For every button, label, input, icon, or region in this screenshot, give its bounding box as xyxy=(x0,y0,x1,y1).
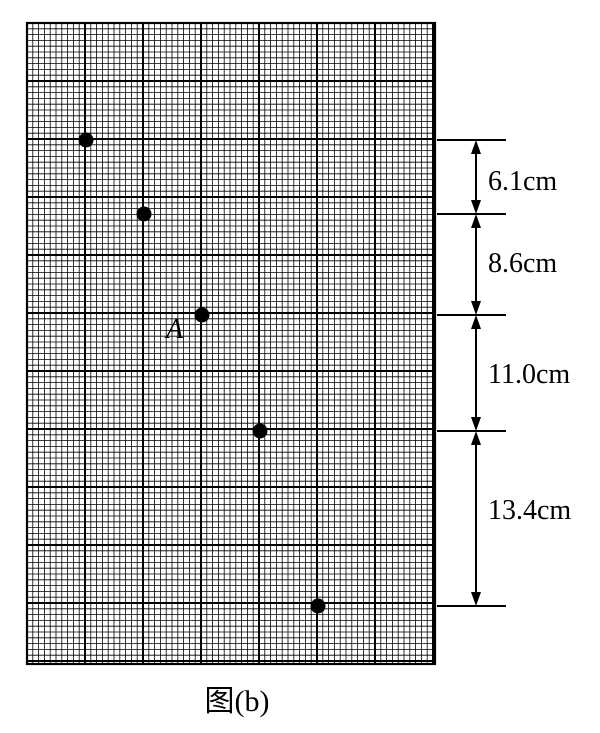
dimension-arrow-1 xyxy=(471,140,481,214)
point-2 xyxy=(136,206,152,222)
point-4 xyxy=(252,423,268,439)
measurement-label-4: 13.4cm xyxy=(488,495,571,526)
strobe-points xyxy=(78,132,326,614)
dimension-arrow-2 xyxy=(471,214,481,315)
figure-caption: 图(b) xyxy=(205,685,270,718)
measurement-ticks xyxy=(437,139,506,607)
point-5 xyxy=(310,598,326,614)
grid-border xyxy=(25,21,437,666)
measurement-label-2: 8.6cm xyxy=(488,248,557,279)
point-a-label: A xyxy=(164,314,184,345)
dimension-arrows xyxy=(471,140,481,606)
point-a xyxy=(194,307,210,323)
dimension-arrow-4 xyxy=(471,431,481,606)
dimension-arrow-3 xyxy=(471,315,481,431)
measurement-label-3: 11.0cm xyxy=(488,359,570,390)
point-1 xyxy=(78,132,94,148)
graph-paper-grid xyxy=(25,21,437,666)
measurement-label-1: 6.1cm xyxy=(488,166,557,197)
